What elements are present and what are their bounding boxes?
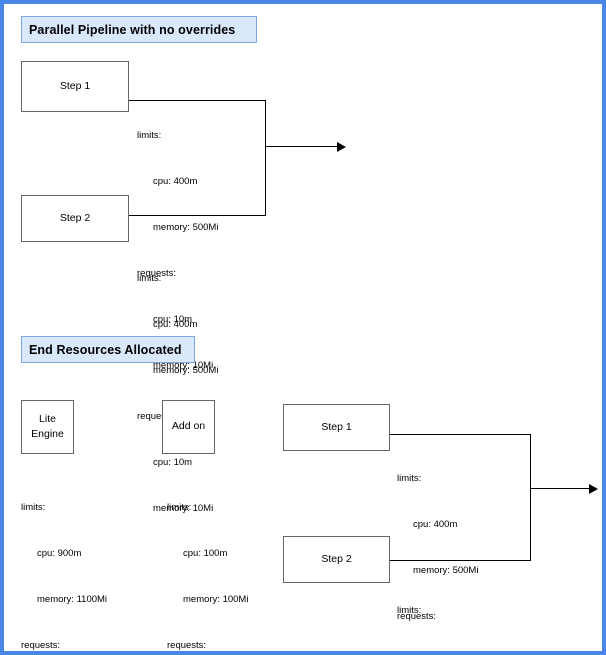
connector-step2-bottom-horizontal (390, 560, 531, 562)
resources-step-1-top: limits: cpu: 400m memory: 500Mi requests… (137, 97, 218, 405)
requests-memory: memory: 10Mi (153, 503, 214, 515)
node-label-line-1: Lite (39, 412, 56, 425)
limits-cpu: cpu: 400m (153, 175, 198, 187)
connector-step1-bottom-horizontal (390, 434, 531, 436)
limits-label: limits: (137, 129, 162, 141)
node-lite-engine[interactable]: Lite Engine (21, 400, 74, 454)
node-step-1-bottom[interactable]: Step 1 (283, 404, 390, 451)
requests-label: requests: (137, 268, 177, 280)
section-header-end-resources: End Resources Allocated (21, 336, 195, 363)
requests-label: requests: (397, 611, 437, 623)
requests-cpu: cpu: 10m (153, 457, 193, 469)
connector-step1-top-horizontal (129, 100, 266, 102)
requests-label: requests: (21, 640, 61, 652)
resources-step-2-bottom: limits: cpu: 400m memory: 500Mi requests… (397, 572, 478, 652)
limits-memory: memory: 100Mi (183, 594, 249, 605)
limits-label: limits: (397, 472, 422, 484)
requests-label: requests: (137, 411, 177, 423)
limits-cpu: cpu: 900m (37, 547, 82, 559)
node-add-on[interactable]: Add on (162, 400, 215, 454)
node-step-2-bottom[interactable]: Step 2 (283, 536, 390, 583)
node-step-2-top[interactable]: Step 2 (21, 195, 129, 242)
resources-add-on: limits: cpu: 100m memory: 100Mi requests… (167, 469, 249, 652)
arrow-head-top (337, 142, 346, 152)
limits-memory: memory: 500Mi (153, 222, 219, 233)
limits-label: limits: (21, 501, 46, 513)
connector-step2-top-horizontal (129, 215, 266, 217)
requests-memory: memory: 10Mi (153, 360, 214, 372)
connector-merge-bus-top (265, 100, 267, 216)
connector-output-top-horizontal (265, 146, 337, 148)
node-label-line-2: Engine (31, 428, 64, 440)
resources-lite-engine: limits: cpu: 900m memory: 1100Mi request… (21, 469, 108, 652)
resources-step-2-top: limits: cpu: 400m memory: 500Mi requests… (137, 240, 218, 548)
limits-label: limits: (167, 501, 192, 513)
limits-memory: memory: 500Mi (413, 565, 479, 576)
resources-step-1-bottom: limits: cpu: 400m memory: 500Mi requests… (397, 440, 479, 651)
limits-memory: memory: 1100Mi (37, 594, 108, 605)
requests-label: requests: (167, 640, 207, 652)
limits-memory: memory: 500Mi (153, 365, 219, 376)
limits-label: limits: (137, 272, 162, 284)
section-header-parallel-pipeline: Parallel Pipeline with no overrides (21, 16, 257, 43)
arrow-head-bottom (589, 484, 598, 494)
connector-merge-bus-bottom (530, 434, 532, 561)
limits-label: limits: (397, 604, 422, 616)
connector-output-bottom-horizontal (530, 488, 589, 490)
limits-cpu: cpu: 400m (397, 649, 478, 652)
node-step-1-top[interactable]: Step 1 (21, 61, 129, 112)
limits-cpu: cpu: 100m (183, 547, 228, 559)
limits-cpu: cpu: 400m (153, 318, 198, 330)
requests-cpu: cpu: 10m (153, 314, 193, 326)
limits-cpu: cpu: 400m (413, 518, 458, 530)
